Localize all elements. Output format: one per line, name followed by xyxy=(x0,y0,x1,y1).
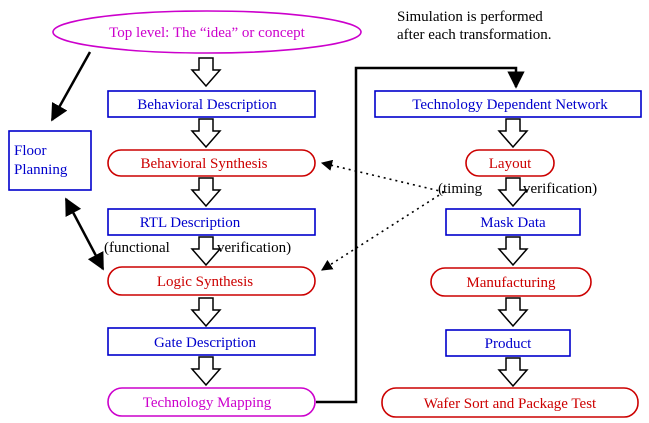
node-product: Product xyxy=(445,329,571,357)
node-logic-synthesis-label: Logic Synthesis xyxy=(157,274,253,290)
simulation-note-line1: Simulation is performed xyxy=(397,9,543,25)
node-technology-dependent-network-label: Technology Dependent Network xyxy=(412,97,608,113)
node-mask-data-label: Mask Data xyxy=(480,215,546,231)
node-technology-mapping-label: Technology Mapping xyxy=(143,395,272,411)
arrow-concept-to-floor-planning xyxy=(50,51,92,122)
node-gate-description-label: Gate Description xyxy=(154,335,257,351)
node-mask-data: Mask Data xyxy=(445,208,581,236)
simulation-note-line2: after each transformation. xyxy=(397,27,552,43)
node-layout-label: Layout xyxy=(489,156,532,172)
arrow-floor-planning-logic-synthesis xyxy=(64,197,105,271)
node-gate-description: Gate Description xyxy=(107,327,316,356)
floor-planning-line2: Planning xyxy=(14,162,68,178)
hollow-arrow-behavioral-synthesis-to-rtl xyxy=(190,177,222,208)
hollow-arrow-network-to-layout xyxy=(497,118,529,149)
node-behavioral-synthesis-label: Behavioral Synthesis xyxy=(140,156,267,172)
node-logic-synthesis: Logic Synthesis xyxy=(107,266,316,296)
node-manufacturing-label: Manufacturing xyxy=(466,275,556,291)
node-top-level-label: Top level: The “idea” or concept xyxy=(109,25,305,41)
node-manufacturing: Manufacturing xyxy=(430,267,592,297)
hollow-arrow-product-to-wafer-sort xyxy=(497,357,529,388)
node-product-label: Product xyxy=(485,336,532,352)
node-rtl-description-label: RTL Description xyxy=(140,215,241,231)
hollow-arrow-rtl-to-logic-synthesis xyxy=(190,236,222,267)
hollow-arrow-concept-to-behavioral-description xyxy=(190,57,222,88)
hollow-arrow-behavioral-description-to-synthesis xyxy=(190,118,222,149)
hollow-arrow-logic-synthesis-to-gate xyxy=(190,297,222,328)
floor-planning-line1: Floor xyxy=(14,143,47,159)
node-floor-planning: Floor Planning xyxy=(8,130,92,191)
hollow-arrow-gate-to-technology-mapping xyxy=(190,356,222,387)
node-behavioral-description-label: Behavioral Description xyxy=(137,97,277,113)
functional-verification-left: (functional xyxy=(104,240,170,256)
node-layout: Layout xyxy=(465,149,555,177)
connector-mapping-to-network xyxy=(316,66,525,404)
dotted-arrow-timing-to-logic-synthesis xyxy=(321,191,445,271)
hollow-arrow-layout-to-mask-data xyxy=(497,177,529,208)
node-behavioral-description: Behavioral Description xyxy=(107,90,316,118)
functional-verification-right: verification) xyxy=(217,240,291,256)
hollow-arrow-mask-data-to-manufacturing xyxy=(497,236,529,267)
node-technology-dependent-network: Technology Dependent Network xyxy=(374,90,642,118)
timing-verification-left: (timing xyxy=(438,181,483,197)
node-technology-mapping: Technology Mapping xyxy=(107,387,316,417)
hollow-arrow-manufacturing-to-product xyxy=(497,297,529,328)
node-wafer-sort: Wafer Sort and Package Test xyxy=(381,387,639,418)
node-behavioral-synthesis: Behavioral Synthesis xyxy=(107,149,316,177)
dotted-arrow-timing-to-behavioral-synthesis xyxy=(320,159,445,193)
node-rtl-description: RTL Description xyxy=(107,208,316,236)
node-top-level-concept: Top level: The “idea” or concept xyxy=(52,10,362,54)
node-wafer-sort-label: Wafer Sort and Package Test xyxy=(424,396,597,412)
timing-verification-right: verification) xyxy=(523,181,597,197)
